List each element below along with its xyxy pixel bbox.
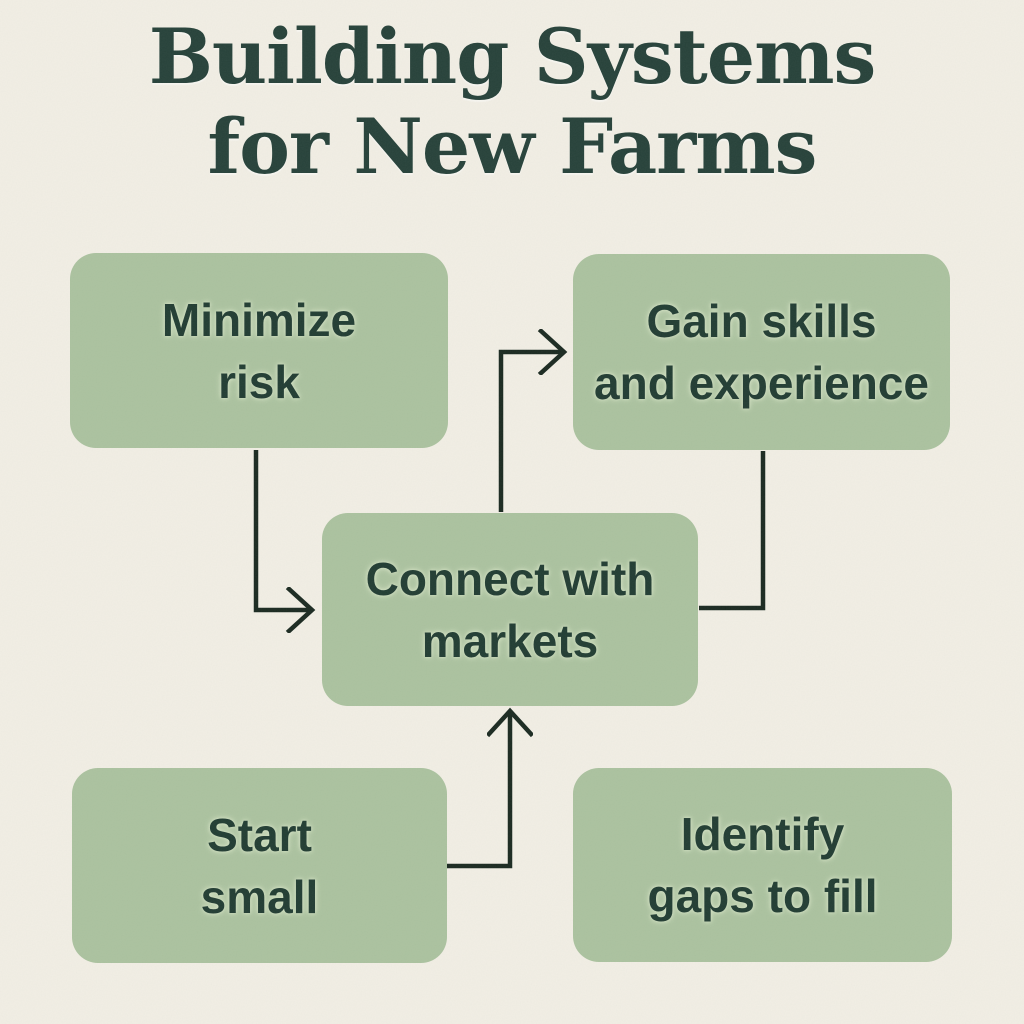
- node-identify-gaps-label-line1: Identify: [680, 808, 845, 860]
- node-minimize-risk-label-line2: risk: [218, 355, 300, 408]
- node-identify-gaps-label-line2: gaps to fill: [647, 870, 878, 922]
- node-gain-skills: Gain skills and experience: [573, 254, 950, 450]
- node-connect-markets: Connect with markets: [322, 513, 698, 706]
- page-title-line2: for New Farms: [207, 102, 818, 191]
- node-start-small-label-line1: Start: [207, 808, 312, 861]
- node-start-small: Start small: [72, 768, 447, 963]
- node-start-small-label-line2: small: [200, 870, 319, 923]
- node-gain-skills-label-line2: and experience: [594, 357, 929, 409]
- edge-start-small-to-connect-markets: [447, 711, 510, 869]
- edge-connect-markets-to-gain-skills: [498, 352, 564, 512]
- edge-minimize-risk-to-connect-markets: [253, 450, 312, 610]
- node-gain-skills-label-line1: Gain skills: [646, 295, 877, 347]
- node-minimize-risk: Minimize risk: [70, 253, 448, 448]
- node-connect-markets-label-line2: markets: [421, 614, 599, 667]
- page-title-line1: Building Systems: [148, 12, 877, 101]
- node-identify-gaps: Identify gaps to fill: [573, 768, 952, 962]
- page-title: Building Systems for New Farms: [0, 12, 1024, 192]
- node-minimize-risk-label-line1: Minimize: [161, 293, 357, 346]
- edge-gain-skills-to-connect-markets: [699, 451, 766, 611]
- node-connect-markets-label-line1: Connect with: [365, 552, 655, 605]
